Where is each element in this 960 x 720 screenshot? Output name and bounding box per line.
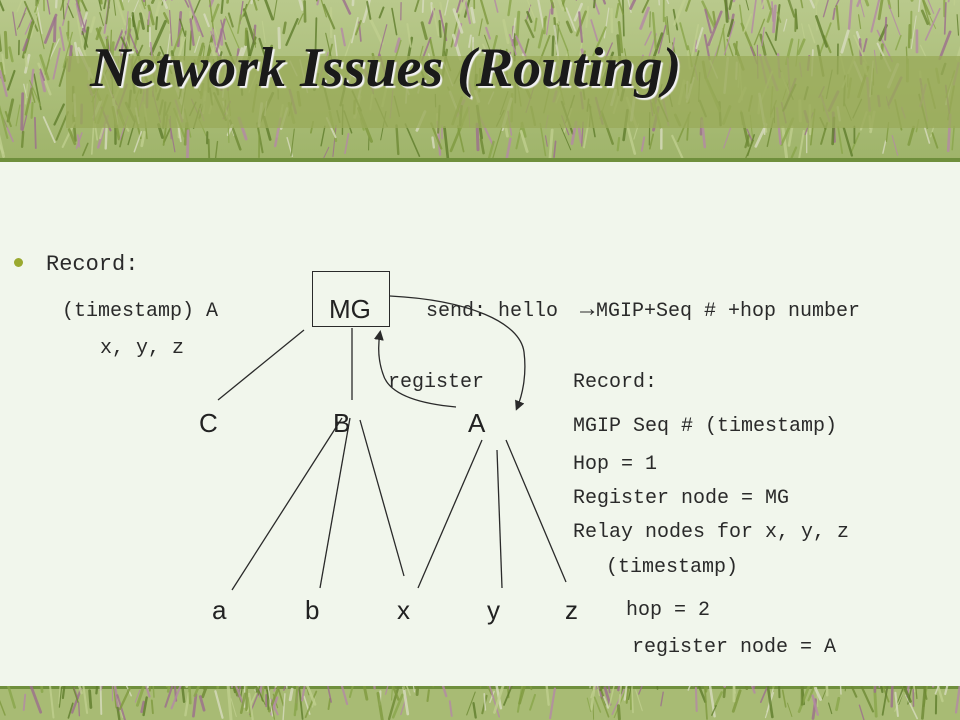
edge-b-x: [359, 419, 405, 577]
register-label: register: [388, 371, 485, 394]
edge-a-z: [505, 439, 567, 583]
node-mg: MG: [329, 294, 371, 324]
node-leaf-y: y: [487, 595, 500, 625]
arrow-right-icon: →: [580, 297, 595, 324]
edge-a-x: [417, 439, 483, 589]
record-line-6: hop = 2: [626, 599, 711, 622]
header-divider: [0, 158, 960, 162]
record-line-5: (timestamp): [606, 556, 739, 579]
node-leaf-x: x: [397, 595, 410, 625]
node-c: C: [199, 408, 218, 438]
edge-b-b: [319, 417, 351, 589]
edge-mg-a-send: [389, 295, 526, 411]
mg-box: [312, 271, 390, 327]
node-b: B: [333, 408, 351, 438]
grass-footer-image: [0, 686, 960, 720]
node-leaf-z: z: [565, 595, 578, 625]
title-band: [66, 56, 960, 128]
record-line-7: register node = A: [632, 636, 837, 659]
mg-left-text: (timestamp) A: [62, 300, 219, 323]
edge-c-a: [231, 417, 343, 591]
record-line-3: Register node = MG: [573, 487, 790, 510]
edge-a-mg-register: [373, 330, 457, 408]
record-line-4: Relay nodes for x, y, z: [573, 521, 850, 544]
xyz-text: x, y, z: [100, 337, 185, 360]
node-leaf-b: b: [305, 595, 320, 625]
node-leaf-a: a: [212, 595, 227, 625]
record-heading: Record:: [573, 371, 658, 394]
content-area: [0, 162, 960, 686]
edge-mg-c: [217, 329, 305, 401]
node-a: A: [468, 408, 486, 438]
bullet-dot: [14, 258, 23, 267]
bullet-record-label: Record:: [46, 252, 139, 277]
page-title: Network Issues (Routing): [90, 37, 682, 99]
record-line-2: Hop = 1: [573, 453, 658, 476]
edge-a-y: [496, 449, 503, 589]
mgip-seq-text: MGIP+Seq # +hop number: [596, 300, 861, 323]
record-line-1: MGIP Seq # (timestamp): [573, 415, 838, 438]
